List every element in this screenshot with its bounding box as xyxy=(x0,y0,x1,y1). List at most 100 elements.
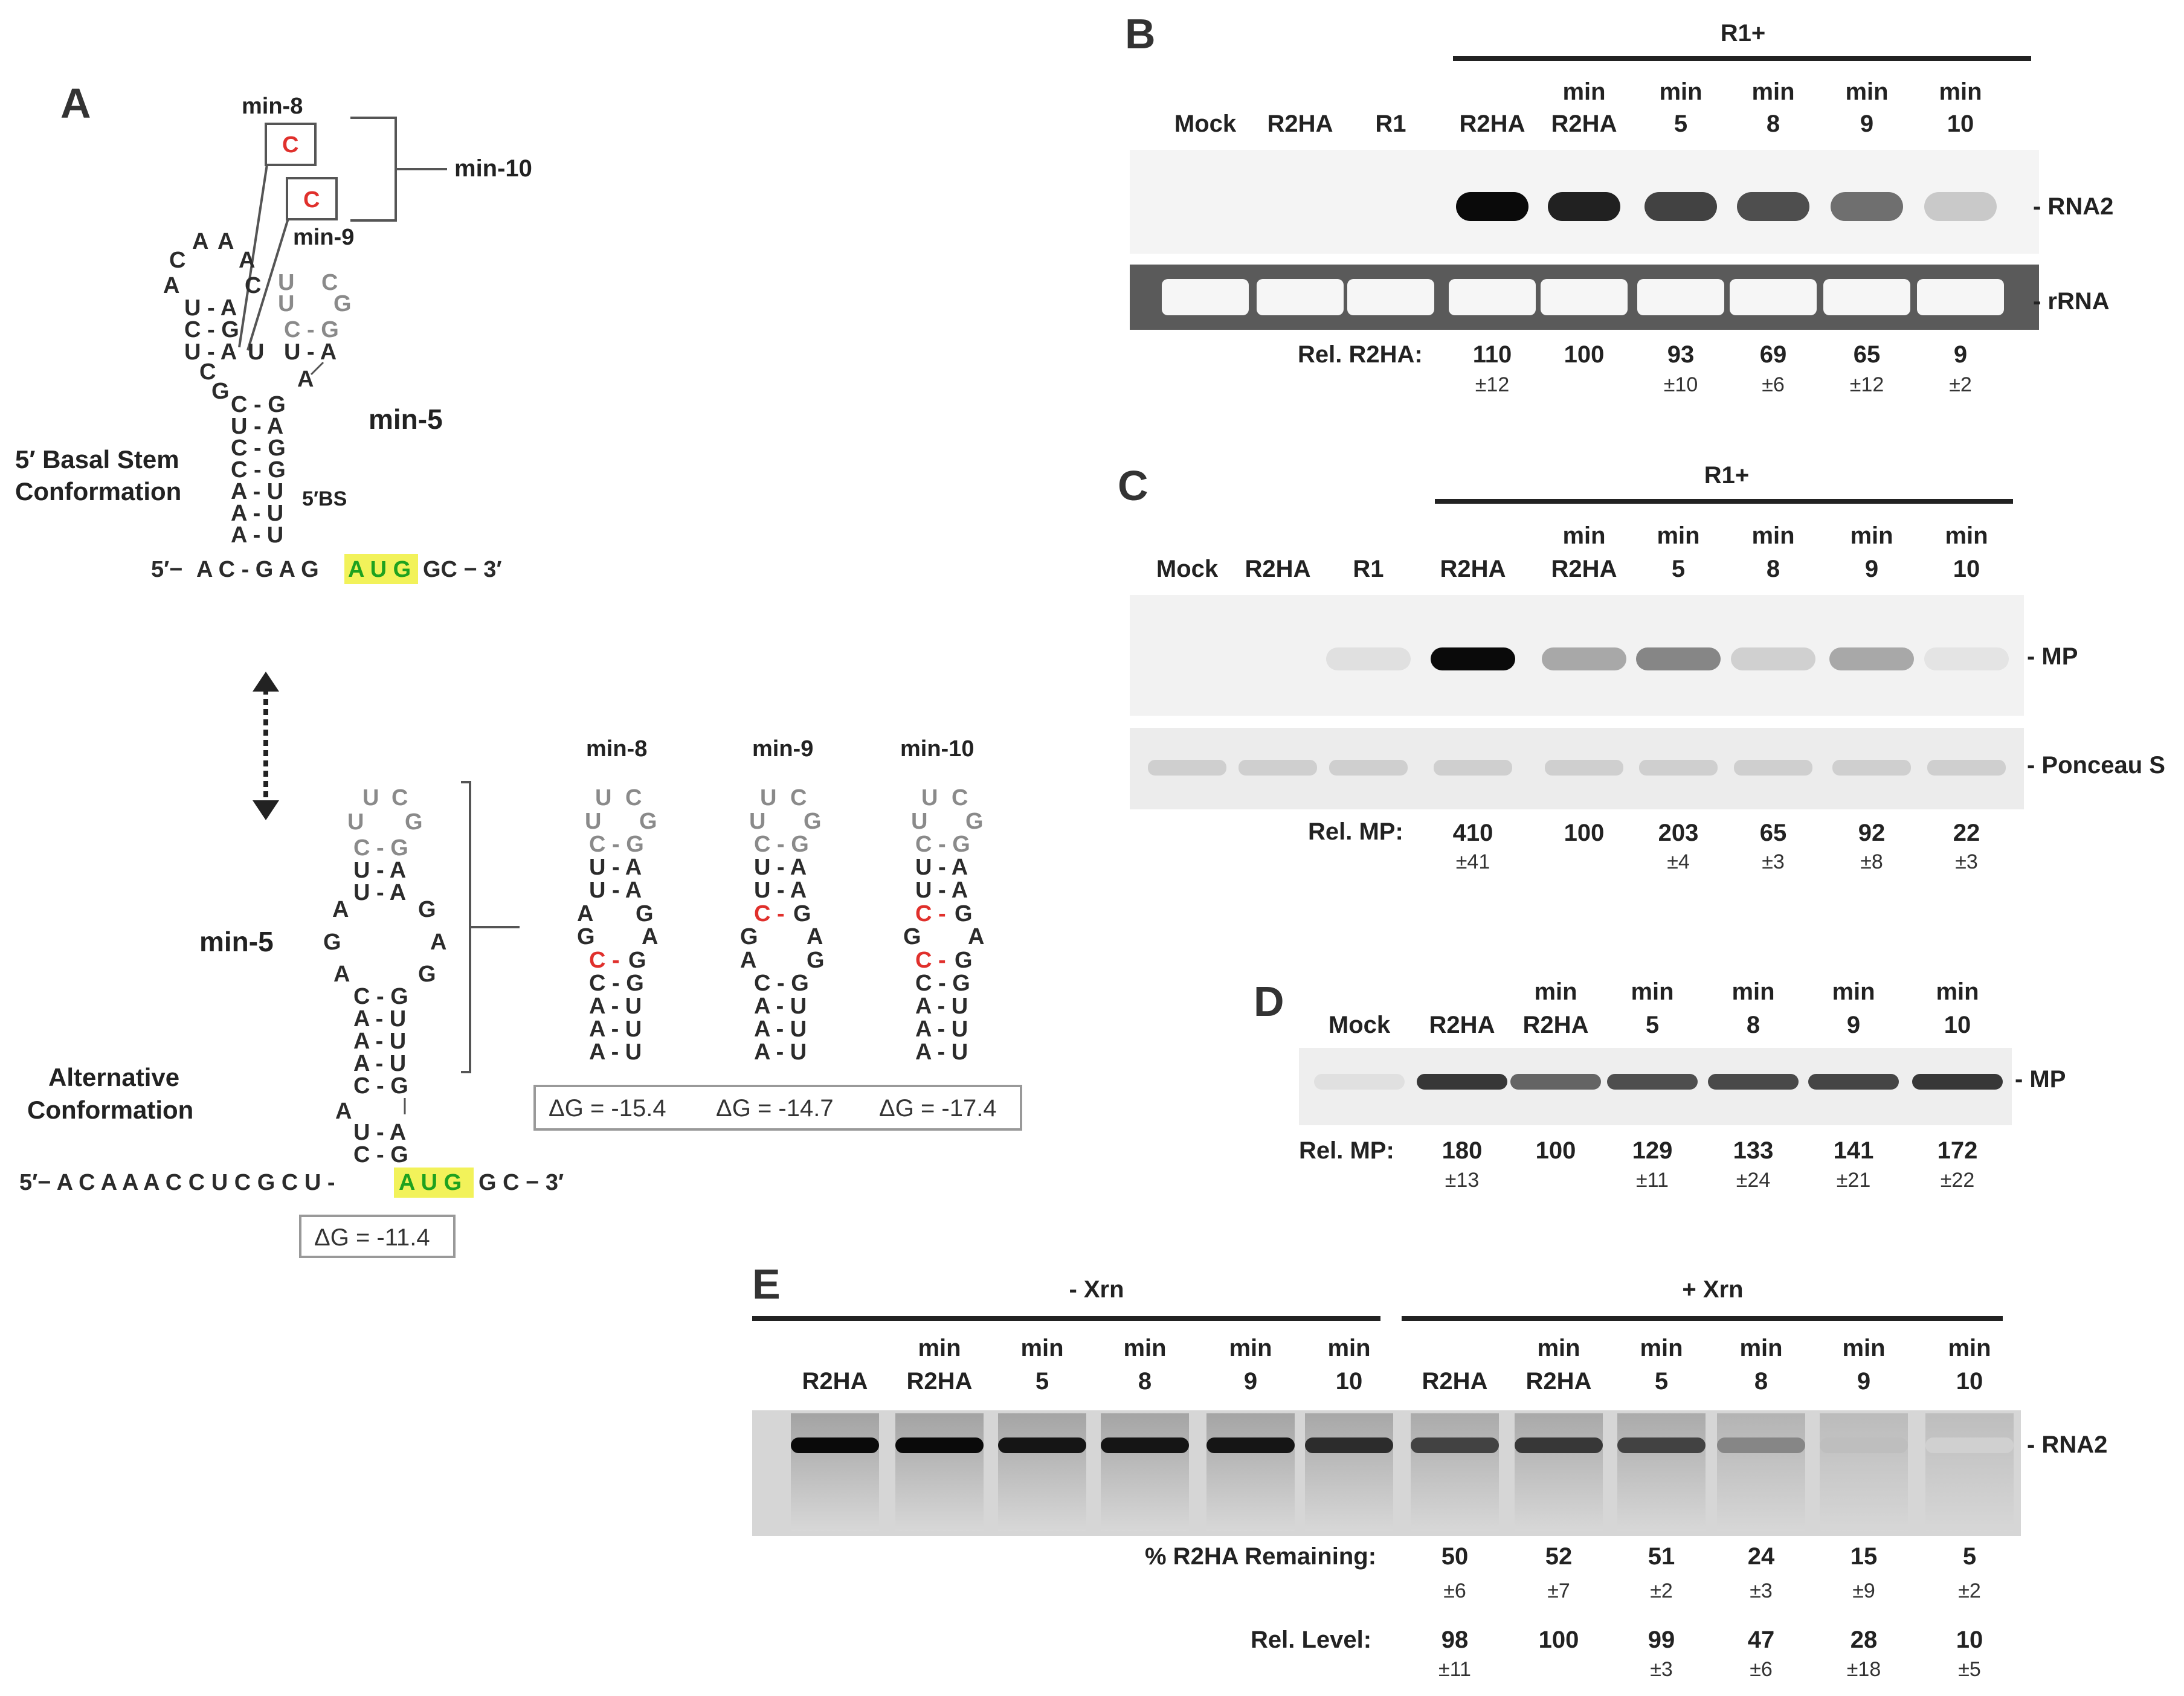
min5-bracket xyxy=(461,781,471,1073)
panel-d-sd-3: ±24 xyxy=(1736,1169,1770,1192)
panel-c-lane-7-prefix: min xyxy=(1850,522,1893,549)
svg-text:C - G: C - G xyxy=(915,832,970,857)
svg-text:C - G: C - G xyxy=(353,835,408,861)
min8-nt: C xyxy=(282,132,298,158)
panel-e-lane-0-name: R2HA xyxy=(802,1368,868,1395)
svg-text:A - U: A - U xyxy=(353,1051,406,1076)
panel-b-bands xyxy=(1456,192,1997,221)
panel-c-band-6 xyxy=(1731,647,1815,670)
panel-e-lane-5-prefix: min xyxy=(1327,1335,1370,1361)
panel-e-row1-value-1: 52 xyxy=(1545,1543,1573,1570)
seq-3prime: GC − 3′ xyxy=(423,557,502,582)
svg-text:C - G: C - G xyxy=(284,317,339,342)
panel-b-rrna-band-2 xyxy=(1347,279,1434,315)
panel-e-side: - RNA2 xyxy=(2027,1431,2107,1458)
panel-b-lane-2-name: R1 xyxy=(1375,111,1406,137)
panel-e-band-6 xyxy=(1411,1437,1499,1453)
panel-d-value-4: 141 xyxy=(1834,1137,1874,1164)
panel-e-band-7 xyxy=(1515,1437,1603,1453)
panel-e-row2-value-2: 99 xyxy=(1648,1627,1675,1653)
panel-c-band-8 xyxy=(1924,647,2009,670)
svg-text:C - G: C - G xyxy=(231,392,286,417)
svg-text:A - U: A - U xyxy=(754,1039,807,1065)
svg-text:U - A: U - A xyxy=(754,878,807,903)
panel-b-sd-5: ±2 xyxy=(1949,373,1972,396)
panel-b-lane-7-name: 9 xyxy=(1860,111,1873,137)
panel-a-letter: A xyxy=(60,80,91,127)
svg-text:A: A xyxy=(332,897,349,922)
panel-b-group: R1+ xyxy=(1721,20,1766,47)
svg-text:C - G: C - G xyxy=(353,1142,408,1168)
panel-e-lane-11-name: 10 xyxy=(1956,1368,1983,1395)
panel-c-sd-2: ±4 xyxy=(1667,850,1690,873)
panel-b-band-8 xyxy=(1924,192,1997,221)
alt-title-1: Alternative xyxy=(48,1063,179,1091)
panel-e-smear-5 xyxy=(1305,1413,1393,1531)
panel-c-band-3 xyxy=(1431,647,1515,670)
panel-e-bands xyxy=(791,1413,2014,1531)
panel-c-lane-8-prefix: min xyxy=(1945,522,1988,549)
svg-text:C - G: C - G xyxy=(915,971,970,996)
panel-b-side-bottom: - rRNA xyxy=(2033,288,2110,315)
panel-e-row1-sd-3: ±3 xyxy=(1750,1579,1773,1602)
panel-c-sd-3: ±3 xyxy=(1762,850,1785,873)
panel-e-band-0 xyxy=(791,1437,879,1453)
panel-e-row2-value-1: 100 xyxy=(1539,1627,1579,1653)
panel-b-lane-0-name: Mock xyxy=(1174,111,1237,137)
min10-label: min-10 xyxy=(454,155,532,182)
svg-text:G: G xyxy=(211,379,230,404)
panel-e-row2-sd-3: ±6 xyxy=(1750,1658,1773,1681)
svg-text:A: A xyxy=(807,924,823,949)
panel-c-ponceau-band-7 xyxy=(1832,760,1911,776)
svg-text:G: G xyxy=(333,291,352,316)
panel-e-band-10 xyxy=(1820,1437,1908,1453)
panel-c-lane-3-name: R2HA xyxy=(1440,556,1506,582)
svg-text:A: A xyxy=(163,273,179,298)
panel-e-smear-0 xyxy=(791,1413,879,1531)
svg-text:A - U: A - U xyxy=(589,1017,642,1042)
panel-c-ponceau-band-3 xyxy=(1434,760,1512,776)
panel-d-band-1 xyxy=(1417,1074,1507,1090)
panel-c-value-4: 92 xyxy=(1858,820,1886,846)
panel-b-lane-1-name: R2HA xyxy=(1268,111,1333,137)
panel-d-sd-0: ±13 xyxy=(1445,1169,1479,1192)
panel-d-letter: D xyxy=(1254,978,1284,1025)
svg-text:C - G: C - G xyxy=(754,832,809,857)
svg-text:U - A: U - A xyxy=(353,880,406,905)
panel-e-lane-8-name: 5 xyxy=(1655,1368,1668,1395)
svg-text:U: U xyxy=(248,339,264,365)
panel-b-lane-5-prefix: min xyxy=(1659,79,1702,105)
svg-text:U: U xyxy=(595,785,611,811)
svg-text:G: G xyxy=(807,948,825,973)
panel-b-value-0: 110 xyxy=(1473,341,1512,368)
panel-d-lane-2-prefix: min xyxy=(1534,978,1577,1005)
mut-label-min10: min-10 xyxy=(900,736,974,762)
panel-b-side-top: - RNA2 xyxy=(2033,193,2113,220)
panel-b-rrna-band-3 xyxy=(1449,279,1536,315)
panel-e-lane-4-name: 9 xyxy=(1244,1368,1257,1395)
panel-e-row1-sd-2: ±2 xyxy=(1650,1579,1673,1602)
panel-b-lane-6-name: 8 xyxy=(1767,111,1780,137)
panel-c-ponceau-band-2 xyxy=(1329,760,1408,776)
panel-c-lane-6-name: 8 xyxy=(1767,556,1780,582)
svg-text:C - G: C - G xyxy=(184,317,239,342)
svg-text:G: G xyxy=(955,948,973,973)
svg-text:A: A xyxy=(217,229,234,254)
panel-d-lane-6-prefix: min xyxy=(1936,978,1979,1005)
svg-text:U - A: U - A xyxy=(589,878,642,903)
svg-text:U: U xyxy=(278,270,294,295)
panel-e-smear-10 xyxy=(1820,1413,1908,1531)
panel-c-letter: C xyxy=(1118,462,1148,509)
panel-c-value-2: 203 xyxy=(1658,820,1699,846)
svg-text:G: G xyxy=(418,962,436,987)
panel-b-lane-5-name: 5 xyxy=(1674,111,1687,137)
panel-e-lane-11-prefix: min xyxy=(1948,1335,1991,1361)
svg-text:U: U xyxy=(362,785,379,811)
panel-e-row1-value-3: 24 xyxy=(1748,1543,1775,1570)
